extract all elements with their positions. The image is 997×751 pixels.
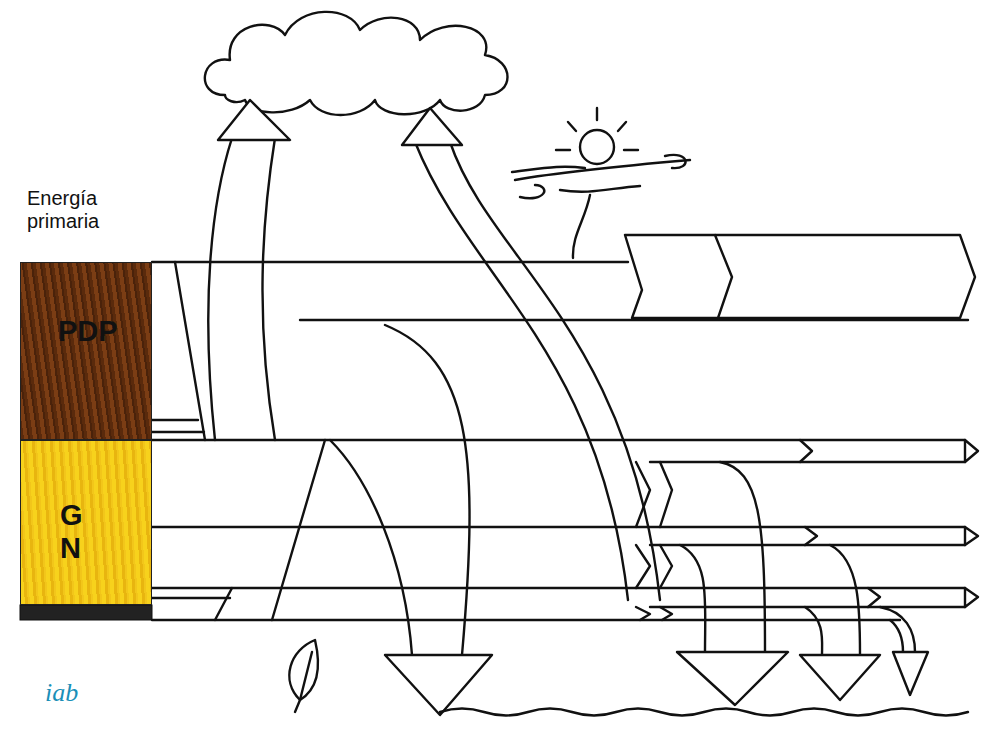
loss-arrow <box>330 440 412 655</box>
emission-arrow <box>208 138 232 440</box>
loss-arrow <box>890 620 903 652</box>
output-band-arrow <box>625 235 975 318</box>
band-chevron <box>715 235 732 318</box>
loss-arrow-head <box>677 652 788 705</box>
loss-arrow <box>720 462 765 652</box>
loss-arrow-head <box>385 655 492 715</box>
wavy-ground-line <box>440 709 968 716</box>
flow-line <box>152 261 628 263</box>
zigzag-cut <box>636 545 650 588</box>
sun-ray <box>556 149 570 151</box>
loss-arrow-head <box>893 652 928 695</box>
sun-ray <box>568 122 576 131</box>
wind-swirl <box>665 155 686 168</box>
flow-line <box>152 526 965 528</box>
loss-arrow <box>805 607 822 655</box>
flow-line <box>152 619 900 621</box>
emission-arrow-head <box>218 100 290 140</box>
flow-line <box>215 588 232 620</box>
band-chevron <box>868 588 880 607</box>
sun-ray <box>618 122 626 131</box>
wind-swirl <box>560 186 640 192</box>
zigzag-cut <box>660 607 672 620</box>
axis-heading: Energía primaria <box>27 187 157 233</box>
zigzag-cut <box>636 462 650 527</box>
black-strip <box>20 605 152 620</box>
flow-line <box>300 319 968 321</box>
loss-arrow <box>385 325 470 655</box>
wind-stem <box>573 195 590 258</box>
leaf-vein <box>295 652 312 712</box>
wind-swirl <box>520 185 544 198</box>
flow-line <box>152 431 204 433</box>
output-arrow-head <box>965 588 978 607</box>
source-label: G N <box>60 499 90 566</box>
signature: iab <box>45 678 125 708</box>
emission-arrow-head <box>402 108 462 145</box>
output-arrow-head <box>965 527 978 545</box>
loss-arrow-head <box>800 655 880 700</box>
source-label: PDP <box>58 315 148 348</box>
wind-line <box>515 160 690 180</box>
loss-arrow <box>880 607 915 652</box>
emission-arrow <box>415 142 628 600</box>
loss-arrow <box>680 545 705 652</box>
flow-line <box>272 440 325 620</box>
flow-line <box>152 587 965 589</box>
zigzag-cut <box>660 545 672 588</box>
zigzag-cut <box>636 607 650 620</box>
wind-line <box>512 167 585 172</box>
zigzag-cut <box>660 462 672 527</box>
energy-source-box: PDP <box>20 262 152 440</box>
flow-line <box>152 419 198 421</box>
leaf <box>289 640 318 700</box>
band-chevron <box>805 527 817 545</box>
flow-line <box>650 461 965 463</box>
loss-arrow <box>830 545 860 655</box>
sun-ray <box>624 149 638 151</box>
flow-line <box>152 597 230 599</box>
sun-ray <box>596 108 598 120</box>
energy-source-box: G N <box>20 440 152 605</box>
emission-arrow <box>450 142 660 600</box>
emission-arrow <box>262 138 275 440</box>
band-chevron <box>800 440 812 462</box>
sun <box>580 130 614 164</box>
flow-line <box>175 262 205 440</box>
output-arrow-head <box>965 440 978 462</box>
